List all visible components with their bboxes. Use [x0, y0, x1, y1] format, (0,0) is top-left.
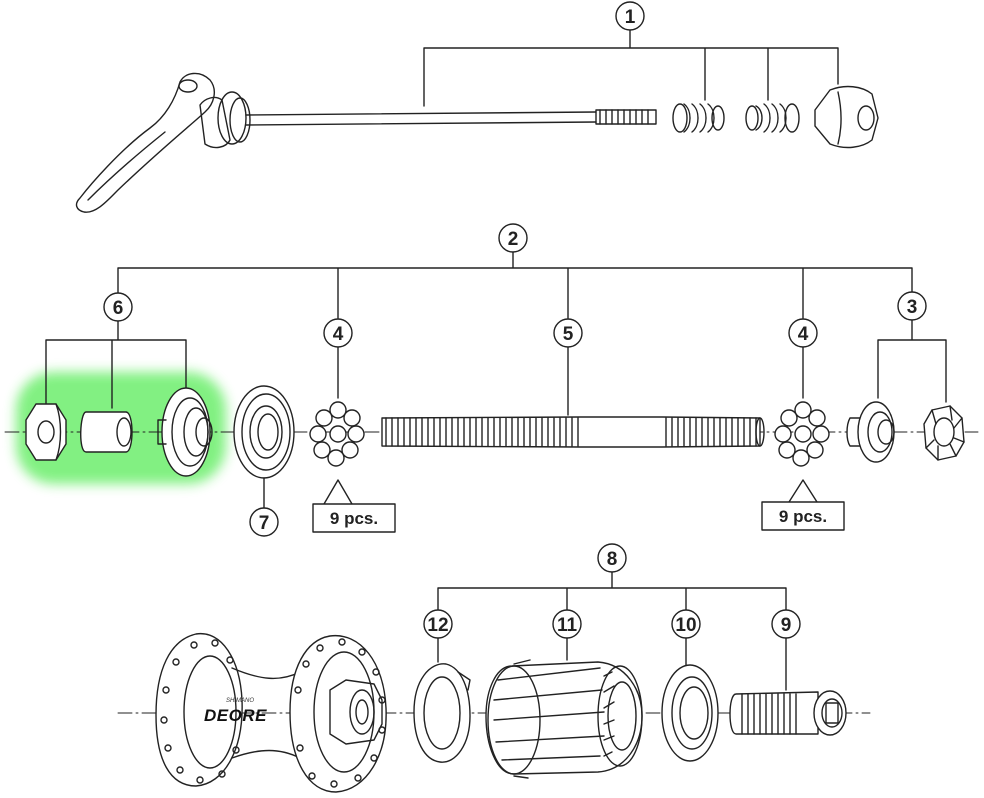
callout-7 — [249, 507, 279, 537]
callout-10 — [671, 609, 701, 639]
part-4-balls-left — [309, 401, 365, 467]
callout-8 — [597, 543, 627, 573]
callout-2 — [498, 223, 528, 253]
callout-1 — [615, 1, 645, 31]
callout-2-text: 2 — [508, 229, 519, 250]
callout-8-text: 8 — [607, 549, 618, 570]
part-12-washer — [413, 663, 471, 763]
callout-3-text: 3 — [907, 297, 918, 318]
callout-6-text: 6 — [113, 298, 124, 319]
hub-maker-text: SHIMANO — [226, 698, 254, 704]
part-7-dust-seal — [233, 385, 295, 509]
callout-5 — [553, 318, 583, 348]
callout-12-text: 12 — [427, 615, 448, 636]
callout-4a-text: 4 — [333, 324, 344, 345]
part-9-fixing-bolt — [729, 690, 847, 736]
bracket-2 — [117, 251, 913, 319]
pcs-right-box — [761, 501, 845, 531]
callout-5-text: 5 — [563, 324, 574, 345]
hub-brand-text: DEORE — [204, 706, 267, 725]
pcs-left-box — [312, 503, 396, 533]
bracket-3 — [877, 319, 947, 403]
part-10-seal-ring — [661, 664, 719, 762]
pcs-right-leader — [788, 479, 818, 503]
pcs-left-leader — [323, 479, 353, 505]
callout-12 — [423, 609, 453, 639]
bracket-6 — [45, 320, 187, 409]
callout-3 — [897, 291, 927, 321]
callout-4b-text: 4 — [798, 324, 809, 345]
part-11-freehub-body — [485, 659, 643, 779]
callout-6 — [103, 292, 133, 322]
part-4-balls-right — [774, 401, 830, 467]
part-5-axle — [381, 416, 765, 448]
callout-7-text: 7 — [259, 513, 270, 534]
callout-9 — [771, 609, 801, 639]
bracket-8 — [437, 571, 787, 613]
pcs-right-label: 9 pcs. — [779, 507, 827, 526]
callout-10-text: 10 — [675, 615, 696, 636]
quick-release-skewer — [75, 72, 879, 213]
callout-11 — [552, 609, 582, 639]
callout-4a — [323, 318, 353, 348]
callout-11-text: 11 — [557, 615, 578, 636]
hub-shell — [155, 633, 387, 793]
part-6-locknut-spacer-cone — [25, 387, 213, 477]
callout-1-text: 1 — [625, 7, 636, 28]
pcs-left-label: 9 pcs. — [330, 509, 378, 528]
callout-4b — [788, 318, 818, 348]
callout-9-text: 9 — [781, 615, 792, 636]
bracket-1 — [423, 29, 839, 107]
part-3-cone-locknut — [846, 401, 965, 463]
